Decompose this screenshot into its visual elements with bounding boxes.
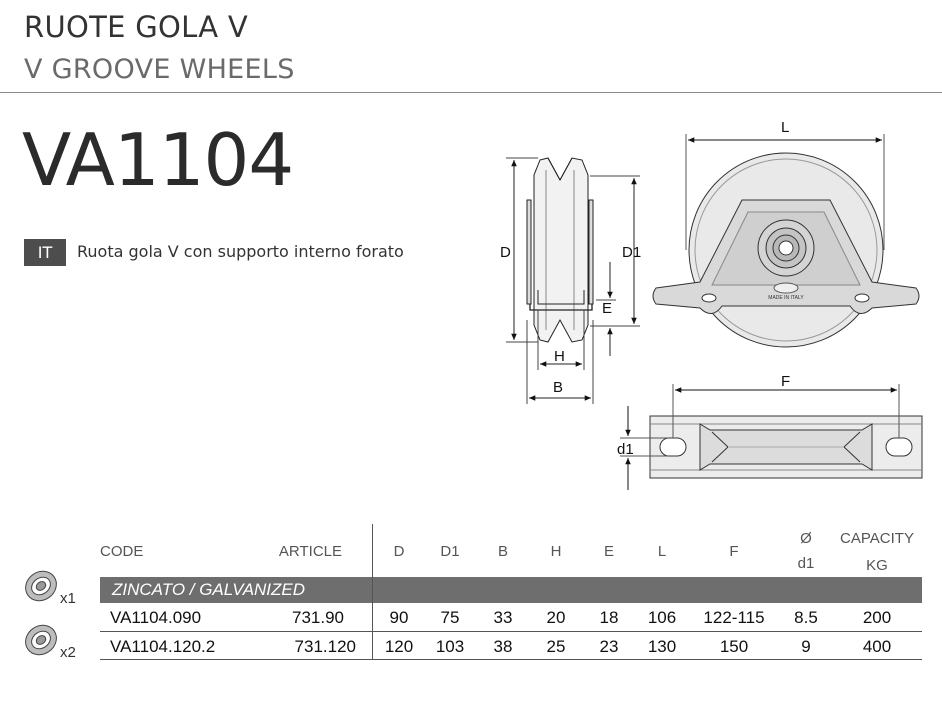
cell-H: 25 (546, 637, 566, 656)
col-header-H: H (550, 543, 562, 560)
quantity-label: x1 (60, 590, 76, 607)
cell-F: 122-115 (703, 608, 765, 627)
cell-capacity: 200 (862, 608, 892, 627)
table-divider (372, 524, 373, 660)
label-B: B (553, 379, 563, 396)
product-description: Ruota gola V con supporto interno forato (77, 242, 404, 261)
cell-H: 20 (546, 608, 566, 627)
label-L: L (781, 119, 789, 136)
label-H: H (554, 348, 565, 365)
cell-E: 18 (599, 608, 619, 627)
col-header-article: ARTICLE (278, 543, 342, 560)
label-E: E (602, 300, 612, 317)
col-header-capacity: CAPACITY (840, 530, 914, 547)
col-header-E: E (603, 543, 614, 560)
col-header-code: CODE (100, 543, 144, 560)
cell-L: 106 (647, 608, 677, 627)
col-header-d1-symbol: Ø (800, 530, 812, 547)
title-english: V GROOVE WHEELS (24, 54, 295, 85)
cell-d1: 8.5 (794, 608, 818, 627)
col-header-B: B (497, 543, 508, 560)
cell-D: 90 (389, 608, 409, 627)
wheel-icon (25, 570, 57, 602)
cell-d1: 9 (801, 637, 811, 656)
cell-article: 731.120 (294, 637, 356, 656)
col-header-D1: D1 (440, 543, 460, 560)
top-view (620, 384, 923, 490)
quantity-label: x2 (60, 644, 76, 661)
cell-article: 731.90 (292, 608, 344, 627)
product-code: VA1104 (22, 118, 294, 202)
cell-F: 150 (719, 637, 749, 656)
cell-B: 33 (493, 608, 513, 627)
language-badge: IT (24, 239, 66, 266)
cell-code: VA1104.120.2 (110, 637, 216, 656)
section-band-galvanized: ZINCATO / GALVANIZED (100, 577, 922, 603)
cell-B: 38 (493, 637, 513, 656)
col-header-D: D (393, 543, 405, 560)
made-in-italy-stamp: MADE IN ITALY (768, 295, 804, 301)
table-row-divider (100, 659, 922, 660)
label-F: F (781, 373, 790, 390)
title-italian: RUOTE GOLA V (24, 10, 249, 44)
side-section-view (506, 157, 640, 404)
front-view (652, 134, 920, 348)
table-row-divider (100, 631, 922, 632)
section-label: ZINCATO / GALVANIZED (112, 580, 306, 599)
wheel-icon (25, 624, 57, 656)
header-divider (0, 92, 942, 93)
cell-D1: 75 (440, 608, 460, 627)
col-header-capacity-unit: KG (866, 557, 888, 574)
label-d1: d1 (617, 441, 634, 458)
label-D: D (500, 244, 511, 261)
cell-capacity: 400 (862, 637, 892, 656)
col-header-F: F (729, 543, 739, 560)
cell-D1: 103 (435, 637, 465, 656)
col-header-d1: d1 (797, 555, 815, 572)
cell-E: 23 (599, 637, 619, 656)
col-header-L: L (657, 543, 667, 560)
cell-D: 120 (384, 637, 414, 656)
label-D1: D1 (622, 244, 641, 261)
cell-code: VA1104.090 (110, 608, 202, 627)
cell-L: 130 (647, 637, 677, 656)
